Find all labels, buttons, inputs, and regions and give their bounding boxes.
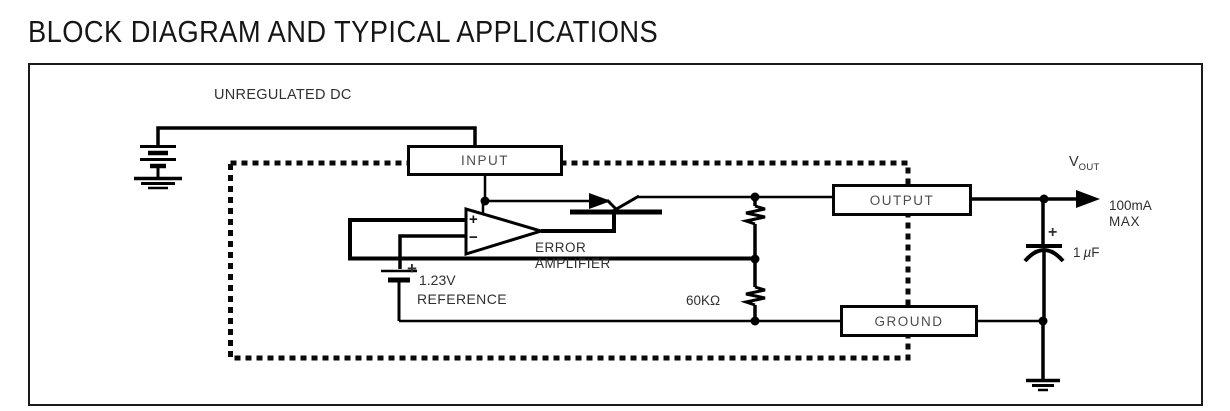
opamp-plus-sign: + (469, 211, 478, 228)
capacitor-plus-sign: + (1048, 224, 1058, 241)
reference-voltage-label: 1.23V (419, 272, 456, 288)
unregulated-dc-label: UNREGULATED DC (214, 87, 352, 103)
vout-subscript: OUT (1078, 161, 1100, 173)
error-amplifier-triangle (464, 206, 547, 257)
reference-battery-symbol (381, 269, 417, 321)
feedback-resistor-value-label: 60KΩ (686, 293, 721, 308)
max-word-label: MAX (1109, 214, 1141, 229)
output-pin-label: OUTPUT (869, 192, 935, 208)
ic-boundary-dashed (228, 160, 911, 361)
max-current-label: 100mA (1109, 198, 1152, 213)
page-title: BLOCK DIAGRAM AND TYPICAL APPLICATIONS (28, 14, 659, 49)
ground-symbol-left (134, 176, 182, 190)
opamp-minus-input-wire (398, 234, 466, 269)
vout-label: VOUT (1069, 154, 1100, 173)
pass-transistor-symbol (485, 193, 832, 233)
capacitor-symbol (1023, 199, 1065, 321)
output-pin-block: OUTPUT (832, 184, 972, 216)
error-amplifier-label-line1: ERROR (535, 240, 587, 255)
opamp-minus-sign: − (469, 229, 478, 246)
junction-dots (480, 192, 1049, 326)
unregulated-feed-wire (156, 126, 477, 146)
ground-symbol-right (1026, 378, 1060, 392)
error-amplifier-label-line2: AMPLIFIER (535, 256, 611, 271)
input-pin-block: INPUT (407, 145, 563, 176)
opamp-plus-input-wire (348, 218, 466, 257)
diagram-frame (28, 63, 1203, 406)
output-arrow-icon (1076, 190, 1100, 208)
ground-pin-label: GROUND (874, 313, 944, 329)
ground-pin-block: GROUND (840, 305, 978, 337)
reference-label: REFERENCE (417, 291, 507, 307)
battery-symbol (140, 145, 176, 177)
reference-plus-sign: + (407, 259, 417, 278)
input-pin-label: INPUT (461, 153, 509, 168)
